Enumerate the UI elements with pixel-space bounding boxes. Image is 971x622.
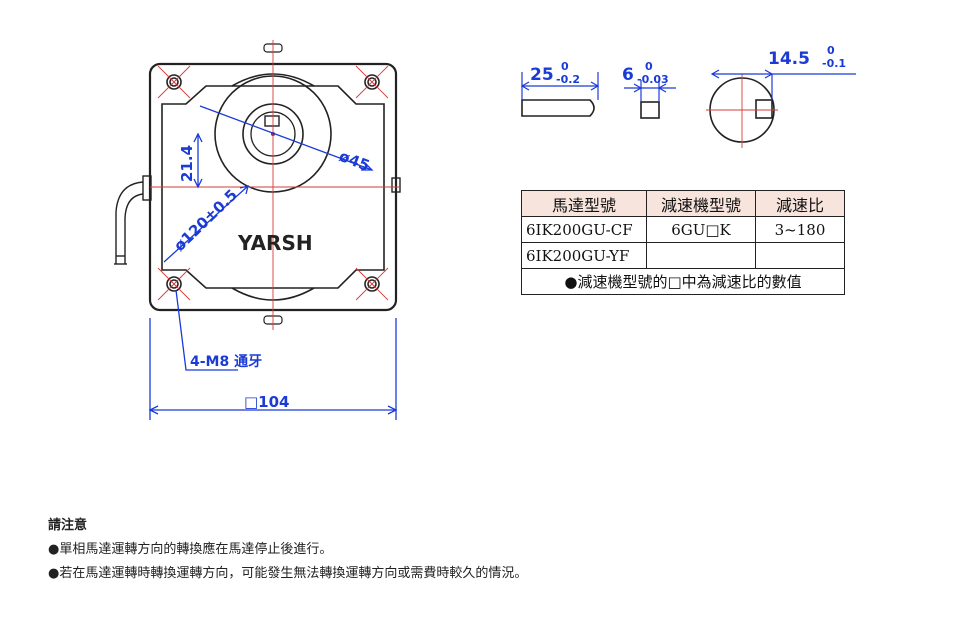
key-depth-upper: 0 [827, 44, 835, 57]
dim-height-label: 21.4 [178, 145, 196, 182]
table-row: 6IK200GU-YF [521, 242, 845, 269]
key-width-dim [624, 80, 676, 102]
key-width-upper: 0 [645, 60, 653, 73]
note-line: ●單相馬達運轉方向的轉換應在馬達停止後進行。 [48, 542, 333, 557]
shaft-length-base: 25 [530, 65, 554, 85]
cell-ratio: 3~180 [755, 216, 845, 243]
dim-diameter-label: ø120±0.5 [170, 186, 241, 255]
cell-motor-model: 6IK200GU-YF [521, 242, 647, 269]
shaft-side-view [521, 99, 595, 117]
table-row: 6IK200GU-CF 6GU□K 3~180 [521, 216, 845, 243]
dim-thread-label: 4-M8 通牙 [190, 354, 262, 370]
mounting-holes [166, 74, 380, 292]
notes-section: 請注意 ●單相馬達運轉方向的轉換應在馬達停止後進行。 ●若在馬達運轉時轉換運轉方… [48, 514, 527, 586]
key-depth-base: 14.5 [768, 49, 810, 69]
note-line: ●若在馬達運轉時轉換運轉方向，可能發生無法轉換運轉方向或需費時較久的情況。 [48, 566, 528, 581]
center-lines [150, 40, 400, 330]
header-ratio: 減速比 [755, 190, 845, 217]
cell-gearbox-model: 6GU□K [646, 216, 756, 243]
model-table-header: 馬達型號 減速機型號 減速比 [521, 190, 845, 217]
dimension-lines [148, 105, 398, 420]
shaft-length-lower: -0.2 [556, 73, 580, 86]
cell-motor-model: 6IK200GU-CF [521, 216, 647, 243]
key-depth-dim [710, 69, 856, 100]
header-gearbox-model: 減速機型號 [646, 190, 756, 217]
key-detail-view [640, 101, 660, 119]
motor-dimension-drawing: 21.4 ø45 ø120±0.5 4-M8 通牙 □104 YARSH 25 … [114, 40, 856, 420]
shaft-length-upper: 0 [561, 60, 569, 73]
brand-logo-text: YARSH [237, 231, 313, 255]
key-width-lower: -0.03 [637, 73, 669, 86]
notes-title: 請注意 [48, 518, 88, 533]
cell-ratio [755, 242, 845, 269]
model-table: 馬達型號 減速機型號 減速比 6IK200GU-CF 6GU□K 3~180 6… [521, 190, 845, 295]
cell-gearbox-model [646, 242, 756, 269]
key-depth-lower: -0.1 [822, 57, 846, 70]
shaft-end-centerline [706, 74, 778, 148]
motor-front-view [142, 43, 401, 325]
dim-width-label: □104 [244, 393, 289, 411]
table-footnote-row: ●減速機型號的□中為減速比的數值 [521, 268, 845, 295]
key-width-base: 6 [622, 65, 634, 85]
motor-cable [114, 181, 144, 265]
table-footnote: ●減速機型號的□中為減速比的數值 [521, 268, 845, 295]
dim-shaft-circle-label: ø45 [337, 147, 373, 175]
header-motor-model: 馬達型號 [521, 190, 647, 217]
shaft-length-dim [520, 72, 600, 100]
